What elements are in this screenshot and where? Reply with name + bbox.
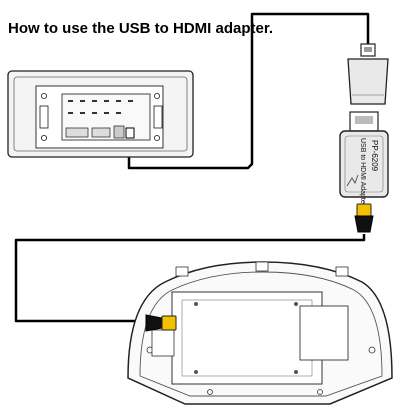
adapter-model-label: PP-6209 [370,140,379,172]
hdmi-cable [14,234,366,323]
instrument-cluster [127,261,393,405]
page-title: How to use the USB to HDMI adapter. [8,20,274,37]
adapter-name-label: USB to HDMI Adapter [359,138,366,207]
usb-hdmi-adapter: USB to HDMI Adapter PP-6209 [339,111,389,207]
head-unit [7,70,194,158]
usb-cable [127,12,370,170]
hdmi-plug-top [354,203,374,233]
usb-plug [347,43,389,105]
hdmi-plug-cluster [145,314,177,332]
